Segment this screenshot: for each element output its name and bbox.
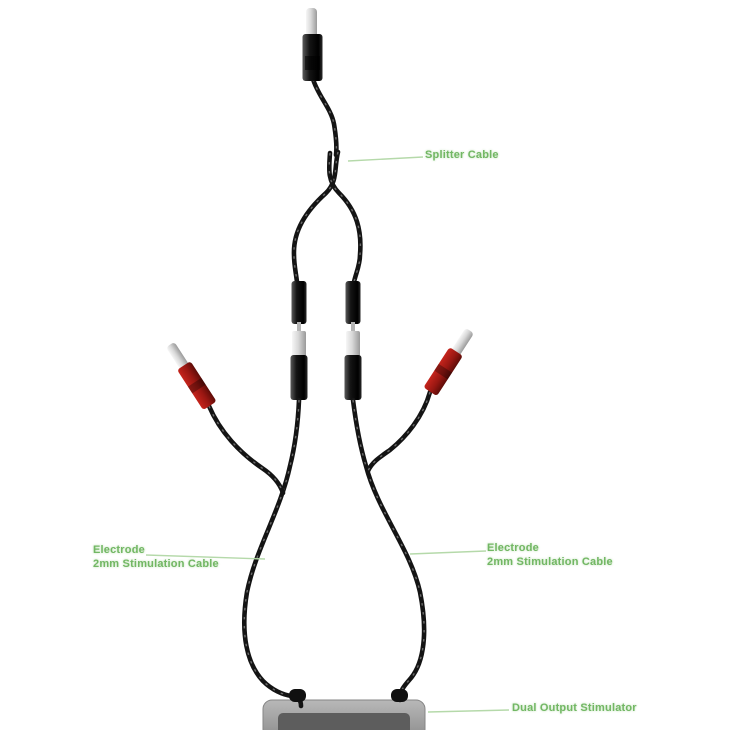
top-plug-pin (306, 8, 317, 40)
right-red-connector-body (424, 348, 462, 395)
right-cable-main (353, 400, 424, 700)
left-cable-strain-relief (289, 689, 306, 702)
pointer-line-right-cable (409, 550, 487, 555)
right-inline-connector (344, 281, 362, 400)
right-jack-body (344, 355, 362, 400)
label-left-cable-line2: 2mm Stimulation Cable (93, 558, 219, 570)
right-red-connector (424, 329, 473, 395)
top-plug-band (305, 56, 320, 70)
label-right-cable: Electrode 2mm Stimulation Cable (487, 541, 613, 569)
right-cable-main-braid (352, 399, 425, 701)
left-inline-connector (290, 281, 308, 400)
stimulator-base-panel (278, 713, 410, 730)
right-stimulation-cable (352, 329, 473, 702)
left-red-connector-band (187, 377, 206, 394)
splitter-cable-lead (313, 79, 336, 155)
left-cable-branch-braid (208, 405, 284, 494)
top-plug-connector (302, 8, 323, 81)
left-plug-pin (297, 322, 301, 332)
label-left-cable: Electrode 2mm Stimulation Cable (93, 543, 219, 571)
right-plug-pin (351, 322, 355, 332)
pointer-line-left-cable (145, 554, 266, 560)
right-cable-strain-relief (391, 689, 408, 702)
left-red-connector-pin (167, 343, 189, 370)
right-cable-branch (368, 392, 430, 471)
label-right-cable-line2: 2mm Stimulation Cable (487, 556, 613, 568)
right-red-connector-band (434, 363, 453, 380)
left-jack-body (290, 355, 308, 400)
stimulator-base (262, 699, 426, 730)
left-cable-main (244, 400, 301, 706)
label-left-cable-line1: Electrode (93, 544, 145, 556)
label-right-cable-line1: Electrode (487, 542, 539, 554)
left-red-connector-body (178, 362, 216, 409)
splitter-cable (294, 8, 360, 282)
right-red-connector-pin (451, 329, 473, 356)
left-red-connector (167, 343, 216, 409)
left-stimulation-cable (167, 343, 306, 706)
right-plug-barrel (345, 281, 361, 324)
pointer-line-stimulator (427, 709, 510, 713)
label-splitter-cable: Splitter Cable (425, 149, 499, 161)
left-plug-barrel (291, 281, 307, 324)
left-jack-sleeve (292, 331, 306, 357)
right-jack-sleeve (346, 331, 360, 357)
label-stimulator: Dual Output Stimulator (512, 702, 637, 714)
left-cable-branch (209, 406, 283, 493)
pointer-line-splitter (347, 156, 424, 162)
